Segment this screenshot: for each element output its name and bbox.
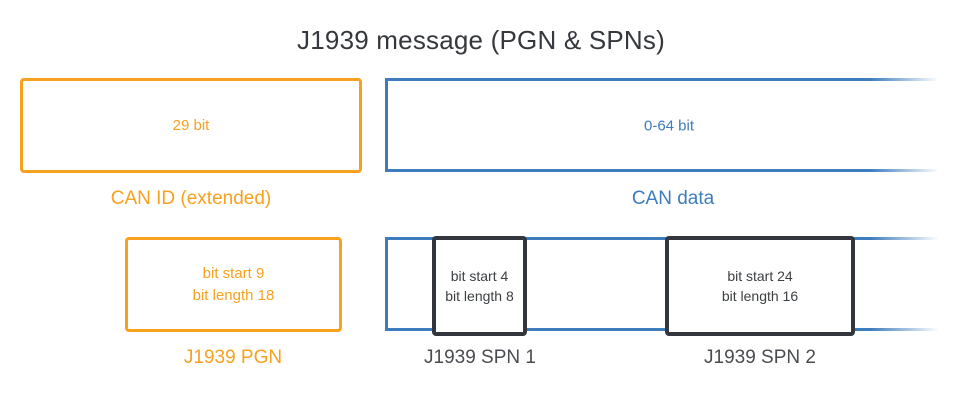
spn2-box: bit start 24 bit length 16 (665, 236, 855, 336)
spn2-bit-length: bit length 16 (721, 288, 799, 304)
can-data-label: CAN data (631, 188, 715, 209)
pgn-bit-length: bit length 18 (192, 286, 275, 304)
can-id-label: CAN ID (extended) (110, 188, 272, 209)
spn1-bit-length: bit length 8 (445, 288, 514, 304)
can-id-bit-count: 29 bit (172, 116, 210, 134)
diagram-title: J1939 message (PGN & SPNs) (297, 25, 665, 55)
spn1-label: J1939 SPN 1 (424, 347, 536, 368)
spn-strip-left-border (385, 237, 388, 331)
can-data-left-border (385, 78, 388, 172)
can-id-box: 29 bit (20, 78, 362, 173)
pgn-label: J1939 PGN (183, 347, 283, 368)
can-data-bottom-border (385, 169, 962, 172)
spn2-label: J1939 SPN 2 (704, 347, 816, 368)
can-data-top-border (385, 78, 962, 81)
spn2-bit-start: bit start 24 (727, 268, 793, 284)
can-data-box (385, 78, 962, 172)
pgn-bit-start: bit start 9 (202, 264, 265, 282)
can-data-bit-count: 0-64 bit (643, 117, 695, 135)
pgn-box: bit start 9 bit length 18 (125, 237, 342, 332)
spn1-bit-start: bit start 4 (450, 268, 509, 284)
spn1-box: bit start 4 bit length 8 (432, 236, 527, 336)
